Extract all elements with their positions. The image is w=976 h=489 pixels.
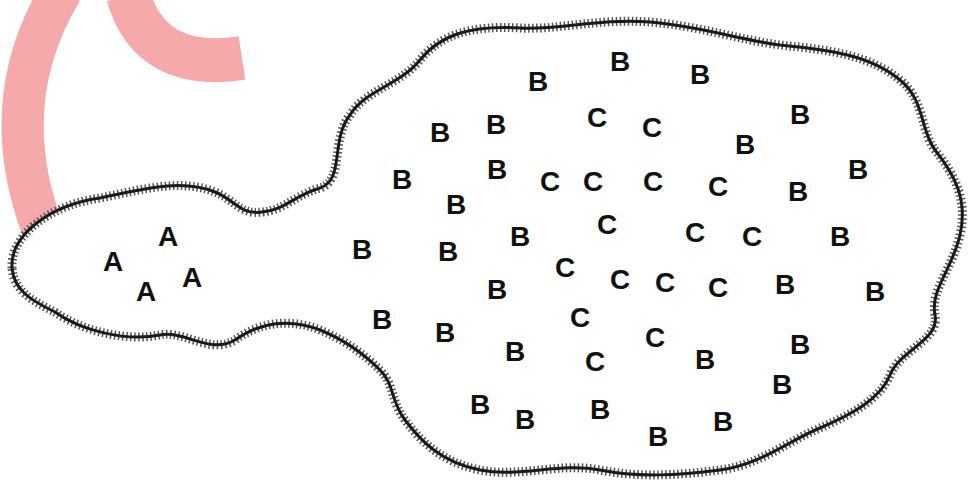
- particle-letter: B: [487, 156, 507, 184]
- particle-letter: A: [103, 248, 123, 276]
- particle-letter: B: [372, 306, 392, 334]
- particle-letter: C: [597, 211, 617, 239]
- particle-letter: B: [430, 119, 450, 147]
- particle-letter: C: [643, 168, 663, 196]
- particle-letter: B: [735, 131, 755, 159]
- particle-letter: B: [486, 111, 506, 139]
- watermark-arc: [23, 0, 62, 228]
- particle-letter: C: [585, 348, 605, 376]
- particle-letter: B: [865, 278, 885, 306]
- particle-letter: C: [642, 114, 662, 142]
- particle-letter: B: [772, 371, 792, 399]
- particle-letter: B: [446, 191, 466, 219]
- particle-letter: B: [515, 406, 535, 434]
- particle-letter: B: [470, 391, 490, 419]
- particle-letter: A: [182, 264, 202, 292]
- particle-letter: B: [695, 346, 715, 374]
- blob-border: [12, 21, 962, 475]
- particle-letter: B: [713, 408, 733, 436]
- particle-letter: B: [648, 423, 668, 451]
- particle-letter: C: [708, 274, 728, 302]
- particle-letter: C: [540, 168, 560, 196]
- particle-letter: B: [505, 338, 525, 366]
- particle-letter: A: [158, 223, 178, 251]
- particle-letter: B: [848, 156, 868, 184]
- particle-letter: B: [352, 236, 372, 264]
- particle-letter: B: [392, 166, 412, 194]
- particle-letter: C: [583, 168, 603, 196]
- particle-letter: B: [775, 271, 795, 299]
- particle-letter: B: [790, 101, 810, 129]
- particle-letter: C: [610, 266, 630, 294]
- particle-letter: B: [790, 331, 810, 359]
- particle-letter: C: [587, 104, 607, 132]
- particle-letter: B: [487, 276, 507, 304]
- particle-letter: C: [742, 223, 762, 251]
- particle-letter: B: [788, 178, 808, 206]
- particle-letter: C: [555, 254, 575, 282]
- particle-letter: B: [590, 396, 610, 424]
- particle-letter: C: [708, 173, 728, 201]
- particle-letter: C: [570, 304, 590, 332]
- particle-letter: B: [690, 61, 710, 89]
- particle-letter: B: [435, 319, 455, 347]
- particle-letter: C: [685, 219, 705, 247]
- particle-letter: B: [510, 223, 530, 251]
- particle-letter: B: [438, 238, 458, 266]
- particle-letter: B: [830, 223, 850, 251]
- watermark-arc: [128, 0, 242, 60]
- particle-letter: A: [136, 278, 156, 306]
- particle-letter: B: [528, 68, 548, 96]
- particle-letter: C: [645, 324, 665, 352]
- particle-letter: B: [610, 48, 630, 76]
- particle-letter: C: [655, 269, 675, 297]
- blob-stipple: [12, 21, 962, 475]
